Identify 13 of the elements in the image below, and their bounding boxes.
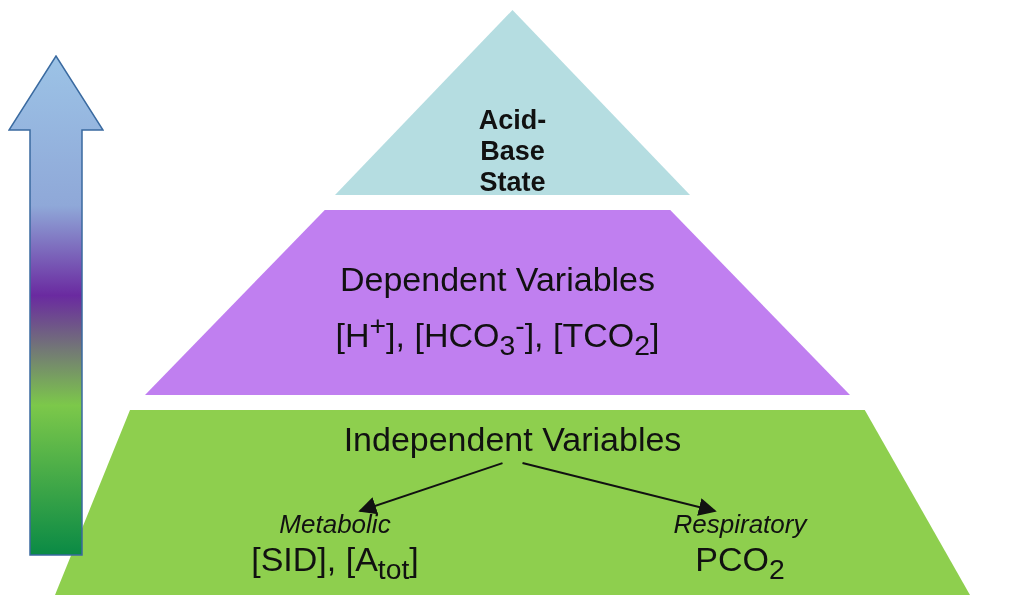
formula-text: PCO$_{2}$ xyxy=(695,539,785,586)
formula-text: [H$^{+}$], [HCO$_{3}$$^{-}$], [TCO$_{2}$] xyxy=(335,309,660,362)
formula-text: [SID], [A$_{tot}$] xyxy=(251,539,419,586)
category-label: Metabolic xyxy=(279,510,391,540)
tier-title: Acid-Base State xyxy=(477,105,548,199)
arrow xyxy=(521,462,717,516)
category-label: Respiratory xyxy=(673,510,807,540)
arrow xyxy=(358,462,504,515)
pyramid-tier xyxy=(55,410,970,595)
tier-title: Independent Variables xyxy=(343,420,682,460)
tier-title: Dependent Variables xyxy=(340,260,655,300)
pyramid-tier xyxy=(145,210,850,395)
pyramid-tier xyxy=(335,10,690,195)
